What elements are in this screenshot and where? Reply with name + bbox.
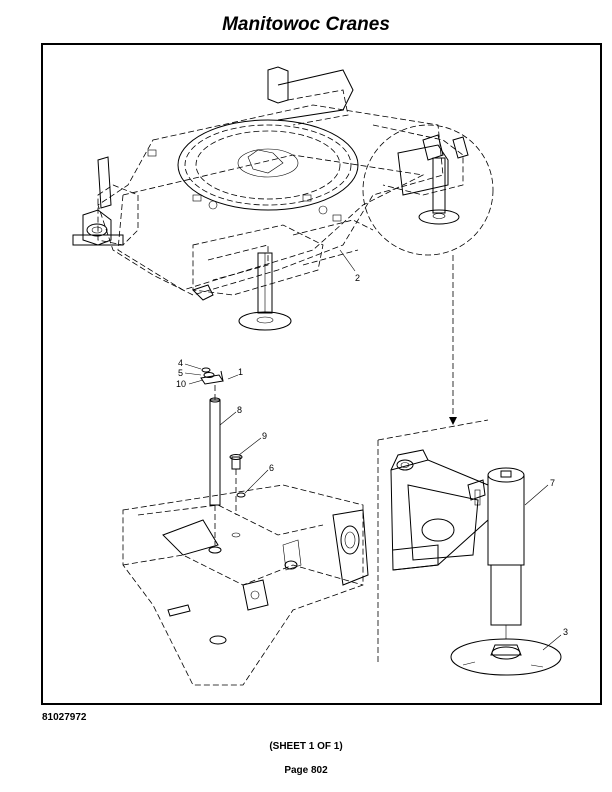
leader-9: [238, 437, 262, 456]
callout-6: 6: [269, 463, 274, 473]
pin-parts: [200, 367, 246, 545]
leader-1: [227, 374, 239, 380]
leader-4: [184, 363, 202, 370]
diagram-frame: 2 1 4 5 10 8 9 6 7 3: [41, 43, 602, 705]
callout-3: 3: [563, 627, 568, 637]
callout-8: 8: [237, 405, 242, 415]
carbody-assembly: [72, 66, 464, 331]
leader-lines: [184, 249, 562, 651]
page-header-title: Manitowoc Cranes: [222, 14, 390, 35]
callouts: 2 1 4 5 10 8 9 6 7 3: [176, 273, 568, 637]
parts-diagram: 2 1 4 5 10 8 9 6 7 3: [72, 66, 568, 686]
page-number: Page 802: [284, 765, 328, 776]
leader-5: [184, 372, 202, 376]
leader-10: [188, 379, 204, 385]
leader-7: [524, 484, 549, 506]
leader-8: [219, 411, 237, 426]
callout-2: 2: [355, 273, 360, 283]
callout-7: 7: [550, 478, 555, 488]
sheet-indicator: (SHEET 1 OF 1): [269, 741, 343, 752]
carbody-corner-section: [122, 484, 369, 686]
callout-9: 9: [262, 431, 267, 441]
callout-4: 4: [178, 358, 183, 368]
detail-circle: [362, 124, 494, 425]
callout-5: 5: [178, 368, 183, 378]
callout-1: 1: [238, 367, 243, 377]
leader-6: [244, 469, 269, 494]
jack-detail-view: [377, 419, 562, 676]
document-number: 81027972: [42, 712, 87, 723]
callout-10: 10: [176, 379, 186, 389]
leader-3: [542, 634, 562, 651]
leader-2: [339, 249, 356, 272]
